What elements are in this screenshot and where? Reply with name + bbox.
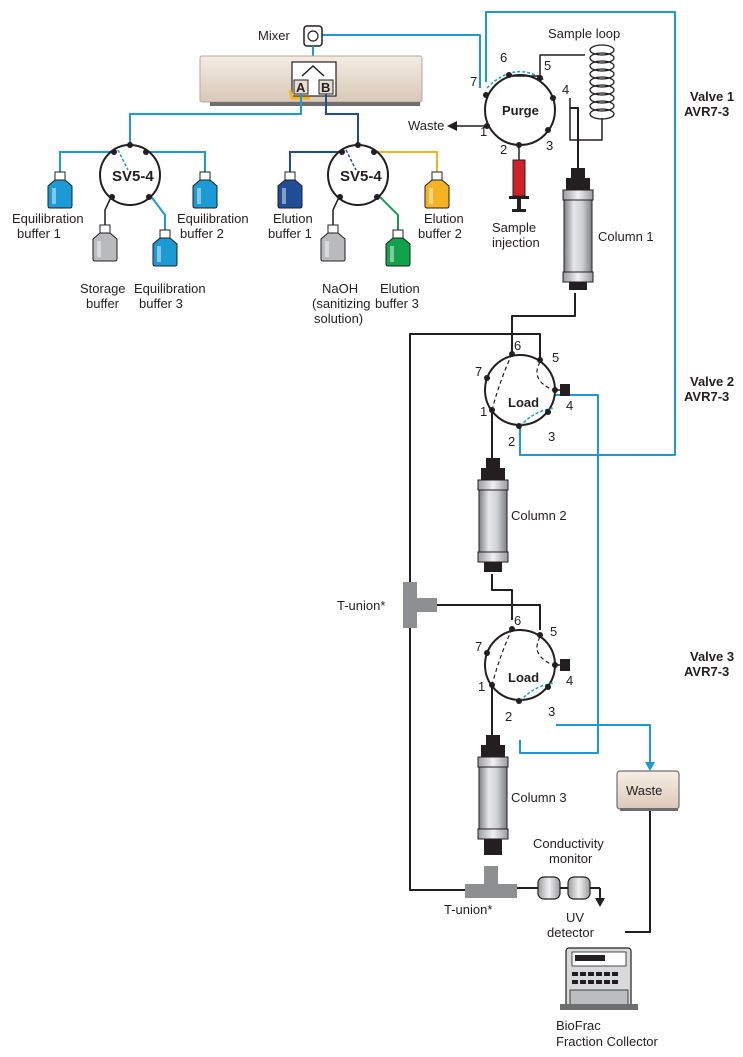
svg-text:3: 3 — [546, 138, 553, 153]
tube-tunion-to-valve3 — [430, 604, 541, 630]
t-union-mid-label: T-union* — [337, 598, 385, 613]
svg-text:3: 3 — [548, 429, 555, 444]
tube-column1-to-valve2 — [511, 293, 576, 352]
waste-box: Waste — [616, 770, 680, 811]
column3-label: Column 3 — [511, 790, 567, 805]
svg-text:4: 4 — [562, 82, 569, 97]
conductivity-label: Conductivity monitor — [533, 836, 607, 866]
waste-top-label: Waste — [408, 118, 444, 133]
valve-3: 1 2 3 4 5 6 7 Load — [475, 613, 573, 724]
bottle-icon — [47, 171, 73, 209]
svg-text:5: 5 — [544, 58, 551, 73]
tube-valve1-to-column1 — [570, 107, 579, 168]
t-union-mid — [403, 582, 437, 628]
tube-column2-to-valve3 — [491, 574, 513, 620]
svg-text:6: 6 — [514, 613, 521, 628]
valve1-mode: Purge — [502, 103, 539, 118]
tube-bypass-v1-v2 — [485, 11, 676, 456]
svg-text:2: 2 — [508, 434, 515, 449]
biofrac-label: BioFrac Fraction Collector — [556, 1018, 659, 1049]
sv2-name: SV5-4 — [340, 168, 382, 185]
bottle-icon — [277, 171, 303, 209]
valve3-mode: Load — [508, 670, 539, 685]
sample-loop-coil — [589, 44, 615, 120]
valve1-title: Valve 1 AVR7-3 — [684, 89, 738, 119]
tube-collector-to-waste — [625, 790, 651, 933]
tube-loop-return — [569, 98, 603, 141]
bottle-label-el2: Elution buffer 2 — [418, 211, 467, 241]
waste-arrow-head — [447, 121, 457, 131]
bottle-label-eq2: Equilibration buffer 2 — [177, 211, 252, 241]
uv-conductivity-detectors — [537, 876, 600, 900]
bottles — [47, 171, 450, 267]
svg-text:5: 5 — [552, 350, 559, 365]
svg-text:2: 2 — [500, 142, 507, 157]
bottle-label-storage: Storage buffer — [80, 281, 129, 311]
bottle-label-el1: Elution buffer 1 — [268, 211, 316, 241]
bottle-label-el3: Elution buffer 3 — [375, 281, 423, 311]
bottle-label-naoh: NaOH (sanitizing solution) — [312, 281, 374, 326]
svg-text:6: 6 — [514, 338, 521, 353]
selection-valve-2: SV5-4 — [289, 142, 438, 230]
svg-text:1: 1 — [480, 404, 487, 419]
bottle-labels: Equilibration buffer 1 Storage buffer Eq… — [12, 211, 467, 326]
valve2-mode: Load — [508, 395, 539, 410]
valve3-title: Valve 3 AVR7-3 — [684, 649, 738, 679]
column-1 — [562, 168, 594, 290]
valve-2: 1 2 3 4 5 6 7 Load — [475, 338, 573, 449]
selection-valve-1: SV5-4 — [59, 142, 206, 230]
waste-box-arrow-in — [645, 762, 655, 771]
mixer-label: Mixer — [258, 28, 290, 43]
t-union-bottom-label: T-union* — [444, 902, 492, 917]
sample-syringe-icon — [509, 159, 529, 212]
port-a-label: A — [296, 80, 306, 95]
uv-label: UV detector — [547, 910, 595, 940]
tube-valve2-to-valve3-blue — [519, 394, 599, 754]
bottle-label-eq3: Equilibration buffer 3 — [134, 281, 209, 311]
bottle-label-eq1: Equilibration buffer 1 — [12, 211, 87, 241]
valve2-title: Valve 2 AVR7-3 — [684, 374, 738, 404]
sv1-name: SV5-4 — [112, 168, 154, 185]
mixer: Mixer — [258, 25, 323, 62]
bottle-icon — [92, 224, 118, 262]
tubing — [322, 11, 676, 933]
svg-text:6: 6 — [500, 50, 507, 65]
tube-pump-b-to-sv2 — [325, 94, 359, 145]
column2-label: Column 2 — [511, 508, 567, 523]
sample-injection-label: Sample injection — [492, 220, 540, 250]
t-union-bottom — [465, 866, 517, 898]
waste-box-label: Waste — [626, 783, 662, 798]
pump-unit: A B — [199, 55, 423, 106]
tube-valve2-bypass-left — [409, 333, 541, 891]
svg-text:4: 4 — [566, 673, 573, 688]
column1-label: Column 1 — [598, 229, 654, 244]
bottle-icon — [385, 229, 411, 267]
svg-text:7: 7 — [470, 74, 477, 89]
svg-text:2: 2 — [505, 709, 512, 724]
svg-text:3: 3 — [548, 704, 555, 719]
svg-text:7: 7 — [475, 364, 482, 379]
tube-valve3-to-waste — [556, 724, 651, 762]
port-b-label: B — [321, 80, 330, 95]
svg-text:1: 1 — [478, 679, 485, 694]
valve-1: 1 2 3 4 5 6 7 Purge — [470, 50, 569, 157]
uv-arrow-head — [595, 898, 605, 907]
tube-pump-a-to-sv1 — [129, 94, 302, 145]
svg-text:7: 7 — [475, 639, 482, 654]
fraction-collector-icon — [560, 947, 638, 1010]
bottle-icon — [320, 224, 346, 262]
column-3 — [477, 735, 509, 855]
tube-mixer-to-valve1 — [322, 34, 481, 88]
column-2 — [477, 458, 509, 572]
svg-text:4: 4 — [566, 398, 573, 413]
tube-valve1-to-loop — [539, 54, 585, 78]
bottle-icon — [152, 229, 178, 267]
bottle-icon — [424, 171, 450, 209]
sample-loop-label: Sample loop — [548, 26, 620, 41]
svg-text:5: 5 — [550, 624, 557, 639]
bottle-icon — [192, 171, 218, 209]
svg-text:1: 1 — [480, 124, 487, 139]
